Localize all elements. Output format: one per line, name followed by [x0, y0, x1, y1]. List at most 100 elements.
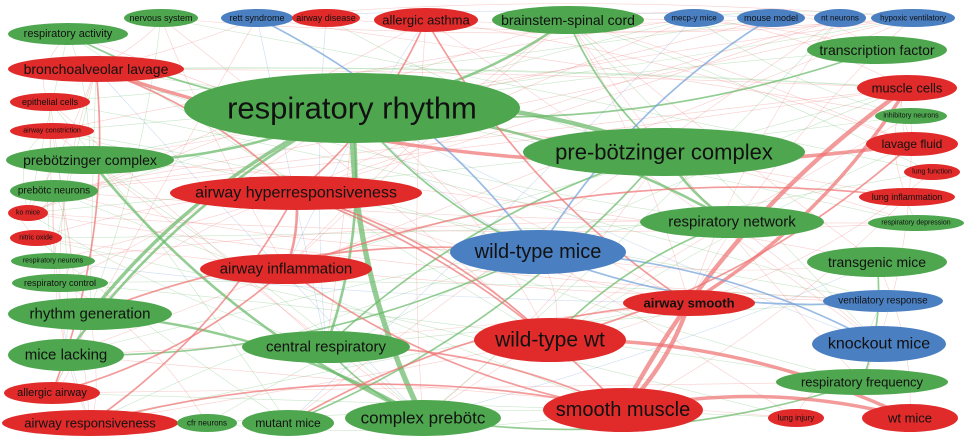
node-knockout-mice[interactable]: knockout mice — [812, 326, 946, 362]
node-airway-constriction[interactable]: airway constriction — [10, 123, 94, 139]
node-lung-inflammation[interactable]: lung inflammation — [859, 188, 955, 206]
node-shape — [2, 410, 178, 436]
node-label: respiratory depression — [881, 220, 950, 227]
node-respiratory-network[interactable]: respiratory network — [640, 206, 824, 238]
node-label: wt mice — [887, 411, 932, 426]
node-nt-neurons[interactable]: nt neurons — [814, 9, 866, 27]
background-link — [295, 17, 841, 194]
node-wt-mice[interactable]: wt mice — [862, 404, 958, 432]
node-allergic-asthma[interactable]: allergic asthma — [374, 8, 478, 32]
node-shape — [814, 9, 866, 27]
node-label: complex prebötc — [361, 409, 486, 428]
node-airway-disease[interactable]: airway disease — [292, 9, 360, 27]
node-label: respiratory activity — [24, 28, 113, 40]
node-transcription-factor[interactable]: transcription factor — [807, 36, 947, 64]
node-label: prebötzinger complex — [23, 152, 157, 168]
node-shape — [200, 254, 372, 284]
node-shape — [177, 414, 237, 432]
node-shape — [871, 9, 955, 27]
node-label: mice lacking — [25, 347, 108, 364]
node-nervous-system[interactable]: nervous system — [124, 9, 198, 27]
node-ventilatory-response[interactable]: ventilatory response — [823, 290, 943, 312]
background-link — [287, 17, 695, 424]
edge-pre-botzinger-complex-big-to-mutant-mice — [287, 151, 665, 424]
node-label: bronchoalveolar lavage — [24, 61, 169, 77]
node-shape — [8, 56, 184, 82]
node-shape — [623, 290, 755, 316]
node-label: hypoxic ventilatory — [880, 14, 946, 23]
node-bronchoalveolar-lavage[interactable]: bronchoalveolar lavage — [8, 56, 184, 82]
node-respiratory-depression[interactable]: respiratory depression — [868, 215, 964, 231]
node-shape — [221, 9, 293, 27]
node-wild-type-mice[interactable]: wild-type mice — [450, 230, 626, 274]
node-shape — [812, 326, 946, 362]
node-shape — [857, 75, 957, 101]
node-label: allergic asthma — [382, 13, 470, 28]
node-airway-responsiveness[interactable]: airway responsiveness — [2, 410, 178, 436]
node-label: lavage fluid — [882, 137, 943, 151]
node-transgenic-mice[interactable]: transgenic mice — [807, 247, 947, 277]
background-link — [622, 196, 908, 411]
node-mutant-mice[interactable]: mutant mice — [242, 410, 334, 436]
background-link — [89, 251, 539, 424]
node-shape — [8, 298, 172, 330]
node-prebotc-neurons[interactable]: prebötc neurons — [10, 180, 98, 202]
node-label: rhythm generation — [30, 306, 151, 323]
node-label: transcription factor — [819, 42, 934, 58]
node-label: transgenic mice — [828, 254, 926, 270]
node-label: ventilatory response — [838, 296, 928, 307]
node-respiratory-rhythm[interactable]: respiratory rhythm — [184, 73, 520, 143]
node-label: respiratory frequency — [801, 375, 924, 390]
node-cfr-neurons[interactable]: cfr neurons — [177, 414, 237, 432]
node-ko-mice[interactable]: ko mice — [8, 205, 48, 221]
background-link — [95, 67, 908, 89]
node-respiratory-frequency[interactable]: respiratory frequency — [776, 369, 948, 395]
node-nitric-oxide[interactable]: nitric oxide — [10, 230, 62, 246]
node-airway-smooth[interactable]: airway smooth — [623, 290, 755, 316]
node-smooth-muscle[interactable]: smooth muscle — [543, 388, 703, 432]
node-wild-type-wt[interactable]: wild-type wt — [474, 318, 626, 362]
edge-airway-smooth-to-muscle-cells — [688, 87, 909, 305]
background-link — [95, 68, 917, 224]
background-link — [49, 101, 289, 424]
node-hypoxic-ventilatory[interactable]: hypoxic ventilatory — [871, 9, 955, 27]
node-respiratory-control[interactable]: respiratory control — [12, 274, 108, 292]
background-link — [59, 282, 208, 424]
node-lung-injury[interactable]: lung injury — [768, 409, 824, 427]
node-mecp2-y-mice[interactable]: mecp-y mice — [664, 9, 724, 27]
node-muscle-cells[interactable]: muscle cells — [857, 75, 957, 101]
node-allergic-airway[interactable]: allergic airway — [4, 382, 100, 404]
node-shape — [737, 9, 805, 27]
node-mice-lacking[interactable]: mice lacking — [8, 339, 124, 371]
node-brainstem-spinal-cord[interactable]: brainstem-spinal cord — [492, 6, 644, 34]
background-link — [422, 17, 841, 419]
node-shape — [170, 176, 422, 210]
node-shape — [242, 331, 410, 363]
node-label: mecp-y mice — [671, 14, 717, 23]
node-lavage-fluid[interactable]: lavage fluid — [866, 132, 958, 156]
node-prebotzinger-complex[interactable]: prebötzinger complex — [6, 146, 174, 174]
node-complex-prebotc[interactable]: complex prebötc — [345, 400, 501, 436]
node-airway-inflammation[interactable]: airway inflammation — [200, 254, 372, 284]
edge-complex-prebotc-to-prebotzinger-complex — [88, 159, 424, 420]
node-rhythm-generation[interactable]: rhythm generation — [8, 298, 172, 330]
node-lung-function[interactable]: lung function — [904, 164, 960, 180]
node-shape — [807, 247, 947, 277]
node-mouse-model[interactable]: mouse model — [737, 9, 805, 27]
node-rett-syndrome[interactable]: rett syndrome — [221, 9, 293, 27]
node-respiratory-neurons[interactable]: respiratory neurons — [11, 253, 95, 269]
node-label: smooth muscle — [556, 399, 691, 421]
node-airway-hyperresponsiveness[interactable]: airway hyperresponsiveness — [170, 176, 422, 210]
node-respiratory-activity[interactable]: respiratory activity — [8, 23, 128, 45]
node-shape — [474, 318, 626, 362]
edge-allergic-airway-to-airway-inflammation — [51, 268, 287, 394]
node-epithelial-cells[interactable]: epithelial cells — [10, 93, 90, 111]
node-label: respiratory neurons — [23, 258, 84, 265]
background-link — [65, 17, 914, 356]
node-inhibitory-neurons[interactable]: inhibitory neurons — [875, 108, 947, 124]
node-shape — [292, 9, 360, 27]
node-pre-botzinger-complex-big[interactable]: pre-bötzinger complex — [523, 128, 805, 176]
node-label: wild-type mice — [474, 241, 602, 263]
node-central-respiratory[interactable]: central respiratory — [242, 331, 410, 363]
node-label: respiratory network — [668, 214, 796, 231]
